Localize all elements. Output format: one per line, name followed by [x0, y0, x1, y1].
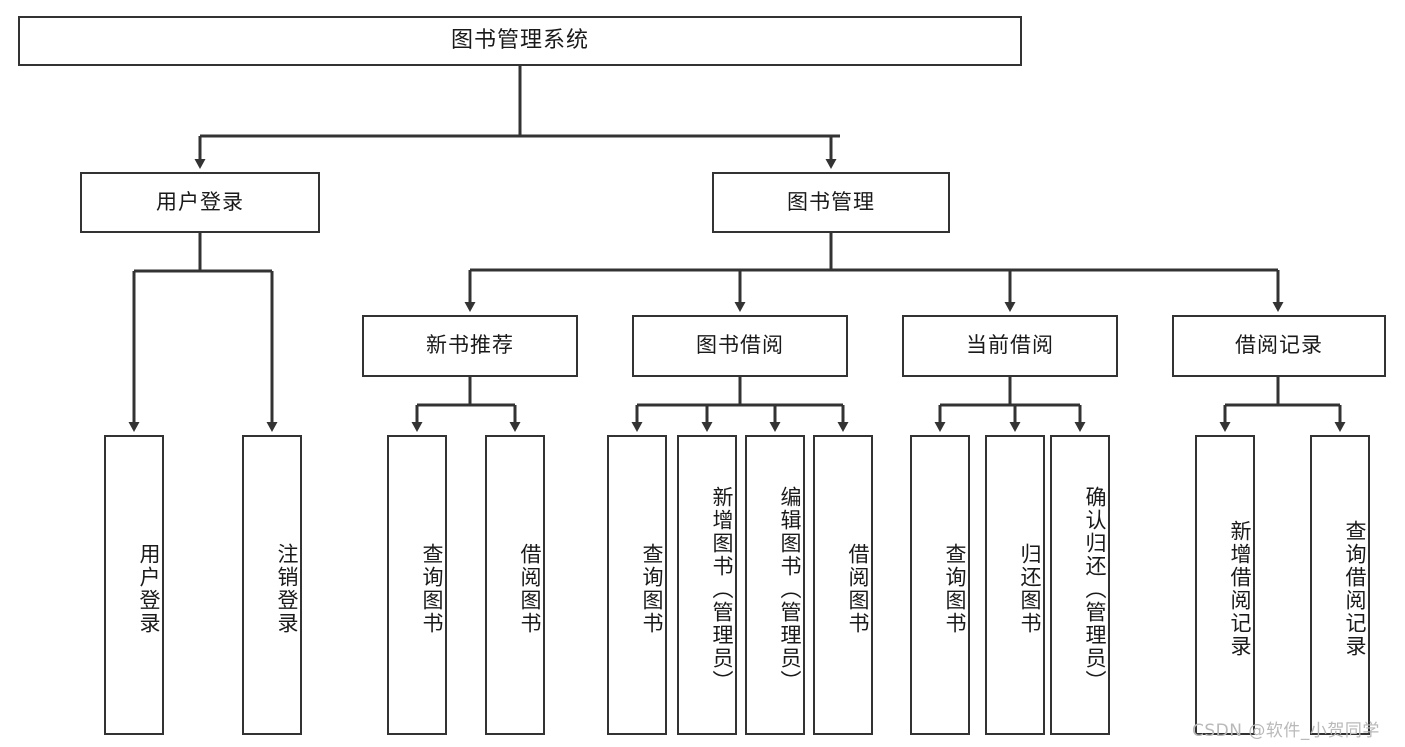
leaf-edit-book[interactable]: 编辑图书（管理员）	[745, 435, 805, 735]
leaf-add-book[interactable]: 新增图书（管理员）	[677, 435, 737, 735]
node-new-book-recommend[interactable]: 新书推荐	[362, 315, 578, 377]
leaf-query-book-2[interactable]: 查询图书	[607, 435, 667, 735]
leaf-user-login[interactable]: 用户登录	[104, 435, 164, 735]
node-book-borrow[interactable]: 图书借阅	[632, 315, 848, 377]
leaf-query-book-1[interactable]: 查询图书	[387, 435, 447, 735]
node-user-login[interactable]: 用户登录	[80, 172, 320, 233]
leaf-query-record[interactable]: 查询借阅记录	[1310, 435, 1370, 735]
csdn-watermark: CSDN @软件_小贺同学	[1192, 721, 1380, 741]
leaf-query-book-3[interactable]: 查询图书	[910, 435, 970, 735]
node-root[interactable]: 图书管理系统	[18, 16, 1022, 66]
node-borrow-record[interactable]: 借阅记录	[1172, 315, 1386, 377]
leaf-confirm-return[interactable]: 确认归还（管理员）	[1050, 435, 1110, 735]
leaf-user-logout[interactable]: 注销登录	[242, 435, 302, 735]
leaf-return-book[interactable]: 归还图书	[985, 435, 1045, 735]
node-current-borrow[interactable]: 当前借阅	[902, 315, 1118, 377]
leaf-borrow-book-2[interactable]: 借阅图书	[813, 435, 873, 735]
leaf-add-record[interactable]: 新增借阅记录	[1195, 435, 1255, 735]
leaf-borrow-book-1[interactable]: 借阅图书	[485, 435, 545, 735]
node-book-management[interactable]: 图书管理	[712, 172, 950, 233]
